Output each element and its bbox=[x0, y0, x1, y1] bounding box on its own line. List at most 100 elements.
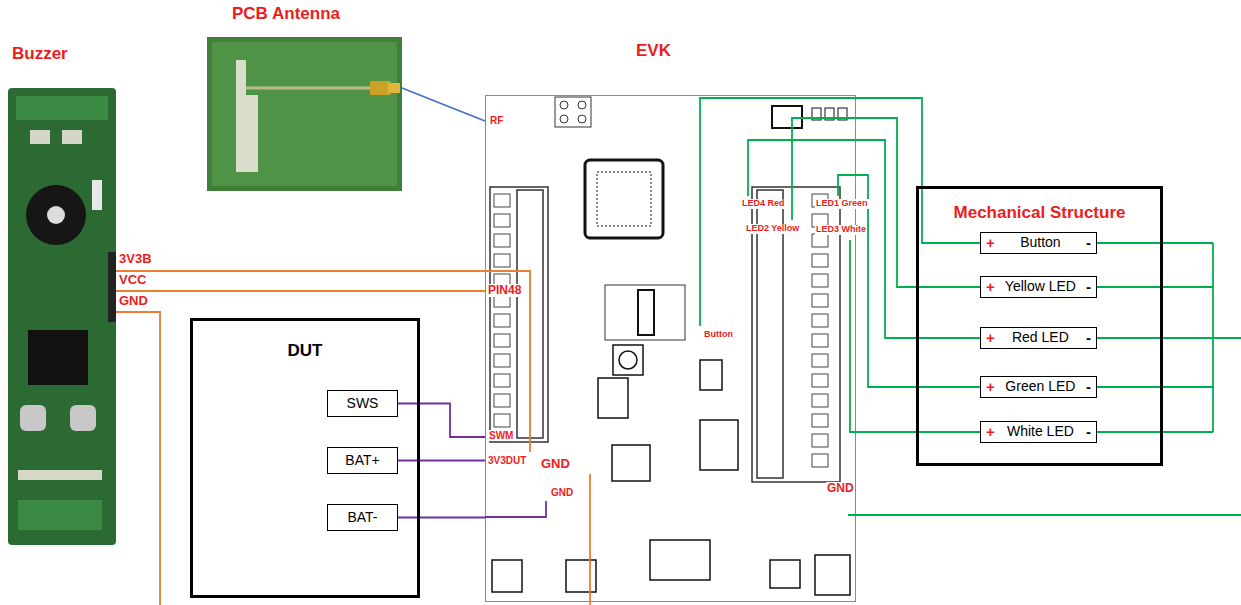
header-pad bbox=[494, 394, 510, 407]
evk-outline bbox=[486, 96, 856, 602]
buzzer-chip bbox=[28, 330, 88, 385]
wire bbox=[850, 240, 856, 432]
sma-connector bbox=[370, 81, 390, 95]
wire bbox=[1097, 337, 1241, 339]
plus-sign: + bbox=[986, 279, 995, 296]
usb-connector bbox=[650, 540, 710, 580]
regulator bbox=[700, 360, 722, 390]
buzzer-pad bbox=[62, 130, 82, 144]
component-name: Yellow LED bbox=[1005, 279, 1076, 294]
wire-connector bbox=[402, 88, 485, 121]
wire bbox=[848, 514, 1241, 516]
buzzer-disc bbox=[26, 185, 86, 245]
pin-label: LED1 Green bbox=[815, 199, 869, 209]
buzzer-pad bbox=[30, 130, 50, 144]
wire bbox=[485, 501, 546, 517]
minus-sign: - bbox=[1086, 379, 1091, 396]
pin-header bbox=[108, 252, 116, 322]
dut-box: DUTSWSBAT+BAT- bbox=[190, 318, 420, 598]
mechanical-box: Mechanical Structure+Button-+Yellow LED-… bbox=[916, 186, 1163, 466]
wire bbox=[1097, 431, 1213, 433]
minus-sign: - bbox=[1086, 424, 1091, 441]
header-pad bbox=[812, 454, 828, 467]
flash-chip bbox=[605, 285, 685, 340]
buzzer-pad bbox=[70, 405, 96, 431]
pin-box: BAT+ bbox=[327, 447, 398, 474]
component-box: +White LED- bbox=[980, 421, 1097, 443]
rf-connector bbox=[555, 97, 591, 127]
heading: EVK bbox=[636, 41, 671, 61]
wire-connector bbox=[398, 404, 485, 438]
antenna-feed bbox=[246, 87, 372, 90]
switch-part bbox=[770, 560, 800, 588]
header-pad bbox=[494, 234, 510, 247]
header-pad bbox=[494, 354, 510, 367]
switch bbox=[613, 345, 643, 375]
header-pad bbox=[494, 254, 510, 267]
antenna-photo: PCB Antenna bbox=[207, 37, 402, 191]
header-pad bbox=[494, 194, 510, 207]
button-part bbox=[492, 560, 522, 592]
pin-name: BAT- bbox=[347, 510, 377, 525]
pin-label: GND bbox=[826, 482, 855, 495]
diode bbox=[92, 180, 102, 210]
crystal bbox=[772, 106, 802, 128]
heading: PCB Antenna bbox=[232, 4, 340, 24]
wire bbox=[485, 271, 530, 452]
plus-sign: + bbox=[986, 235, 995, 252]
wire bbox=[1212, 243, 1214, 432]
header-pad bbox=[812, 274, 828, 287]
wire-connector bbox=[398, 460, 485, 462]
buzzer-center bbox=[47, 206, 65, 224]
sma-tip bbox=[388, 83, 400, 93]
wire bbox=[1097, 286, 1213, 288]
rf-pin bbox=[560, 101, 568, 109]
pin-label: GND bbox=[540, 457, 571, 471]
minus-sign: - bbox=[1086, 279, 1091, 296]
header-pad bbox=[494, 214, 510, 227]
header-pad bbox=[494, 374, 510, 387]
buzzer-pads bbox=[16, 96, 108, 120]
pin-box: BAT- bbox=[327, 504, 398, 531]
component-box: +Green LED- bbox=[980, 376, 1097, 398]
buzzer-silk bbox=[18, 500, 102, 530]
diode-part bbox=[815, 555, 850, 595]
capacitor bbox=[598, 378, 628, 418]
pin-label: LED4 Red bbox=[741, 199, 786, 209]
pin-label: RF bbox=[489, 115, 504, 126]
buzzer-board bbox=[8, 88, 116, 545]
buzzer-trace bbox=[18, 470, 102, 480]
wire-group bbox=[116, 98, 1241, 605]
pin-label: LED2 Yellow bbox=[745, 224, 800, 234]
header-pad bbox=[812, 394, 828, 407]
header-pad bbox=[812, 414, 828, 427]
heading: Buzzer bbox=[12, 44, 68, 64]
wire bbox=[589, 474, 591, 605]
wire bbox=[1097, 242, 1213, 244]
plus-sign: + bbox=[986, 330, 995, 347]
component-name: Button bbox=[1020, 235, 1060, 250]
evk-board-drawing: EVK bbox=[485, 95, 856, 602]
pin-label: Button bbox=[703, 330, 734, 340]
minus-sign: - bbox=[1086, 330, 1091, 347]
wire bbox=[1097, 386, 1213, 388]
plus-sign: + bbox=[986, 424, 995, 441]
wire bbox=[116, 312, 160, 605]
component-box: + Yellow LED- bbox=[980, 276, 1097, 298]
wire bbox=[748, 140, 856, 196]
component-name: Red LED bbox=[1012, 330, 1069, 345]
header-pad bbox=[812, 434, 828, 447]
buzzer-pad bbox=[20, 405, 46, 431]
left-header bbox=[490, 187, 548, 442]
soc-pins bbox=[597, 172, 651, 226]
pin-label: SWM bbox=[488, 430, 514, 441]
pin-label: PIN48 bbox=[487, 284, 522, 297]
pin-name: SWS bbox=[347, 396, 379, 411]
pin-box: SWS bbox=[327, 390, 398, 417]
component-box: + Red LED - bbox=[980, 327, 1097, 349]
rf-pin bbox=[560, 115, 568, 123]
wire-connector bbox=[398, 517, 485, 519]
switch-knob bbox=[619, 351, 637, 369]
header-pad bbox=[812, 314, 828, 327]
